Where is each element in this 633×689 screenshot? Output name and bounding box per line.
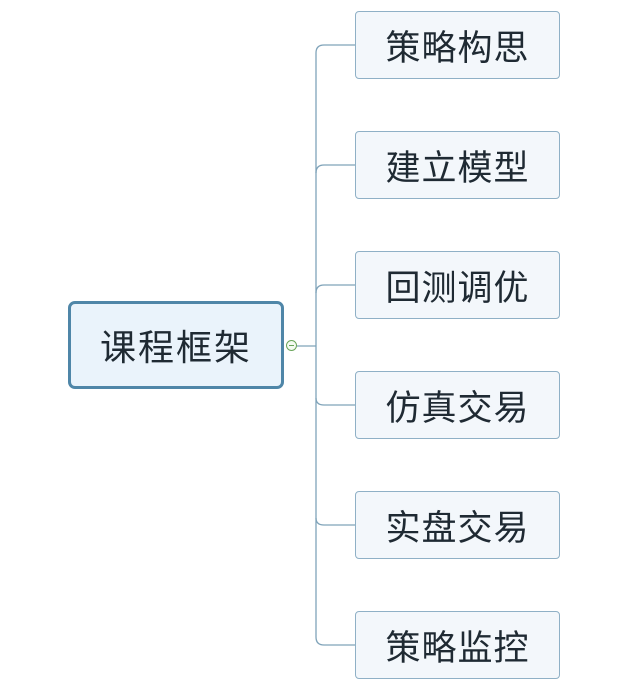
subtopic-node-paper-trading[interactable]: 仿真交易 xyxy=(355,371,560,439)
subtopic-node-live-trading[interactable]: 实盘交易 xyxy=(355,491,560,559)
branch-connector-2 xyxy=(315,164,355,174)
branch-connector-5 xyxy=(315,517,355,526)
subtopic-node-build-model[interactable]: 建立模型 xyxy=(355,131,560,199)
subtopic-label: 实盘交易 xyxy=(385,508,530,549)
branch-connector-3 xyxy=(315,284,355,294)
subtopic-label: 建立模型 xyxy=(385,148,530,189)
subtopic-label: 仿真交易 xyxy=(385,388,530,429)
subtopic-label: 策略监控 xyxy=(385,628,530,669)
subtopic-label: 回测调优 xyxy=(385,268,530,309)
branch-connector-1 xyxy=(315,44,355,54)
subtopic-node-strategy-monitoring[interactable]: 策略监控 xyxy=(355,611,560,679)
subtopic-label: 策略构思 xyxy=(385,28,530,69)
subtopic-node-backtest-optimize[interactable]: 回测调优 xyxy=(355,251,560,319)
collapse-toggle-icon[interactable] xyxy=(286,340,297,351)
branch-connector-6 xyxy=(315,636,355,646)
root-topic-label: 课程框架 xyxy=(99,328,252,369)
branch-connector-4 xyxy=(315,397,355,406)
subtopic-node-strategy-ideation[interactable]: 策略构思 xyxy=(355,11,560,79)
root-topic-node[interactable]: 课程框架 xyxy=(68,301,284,389)
